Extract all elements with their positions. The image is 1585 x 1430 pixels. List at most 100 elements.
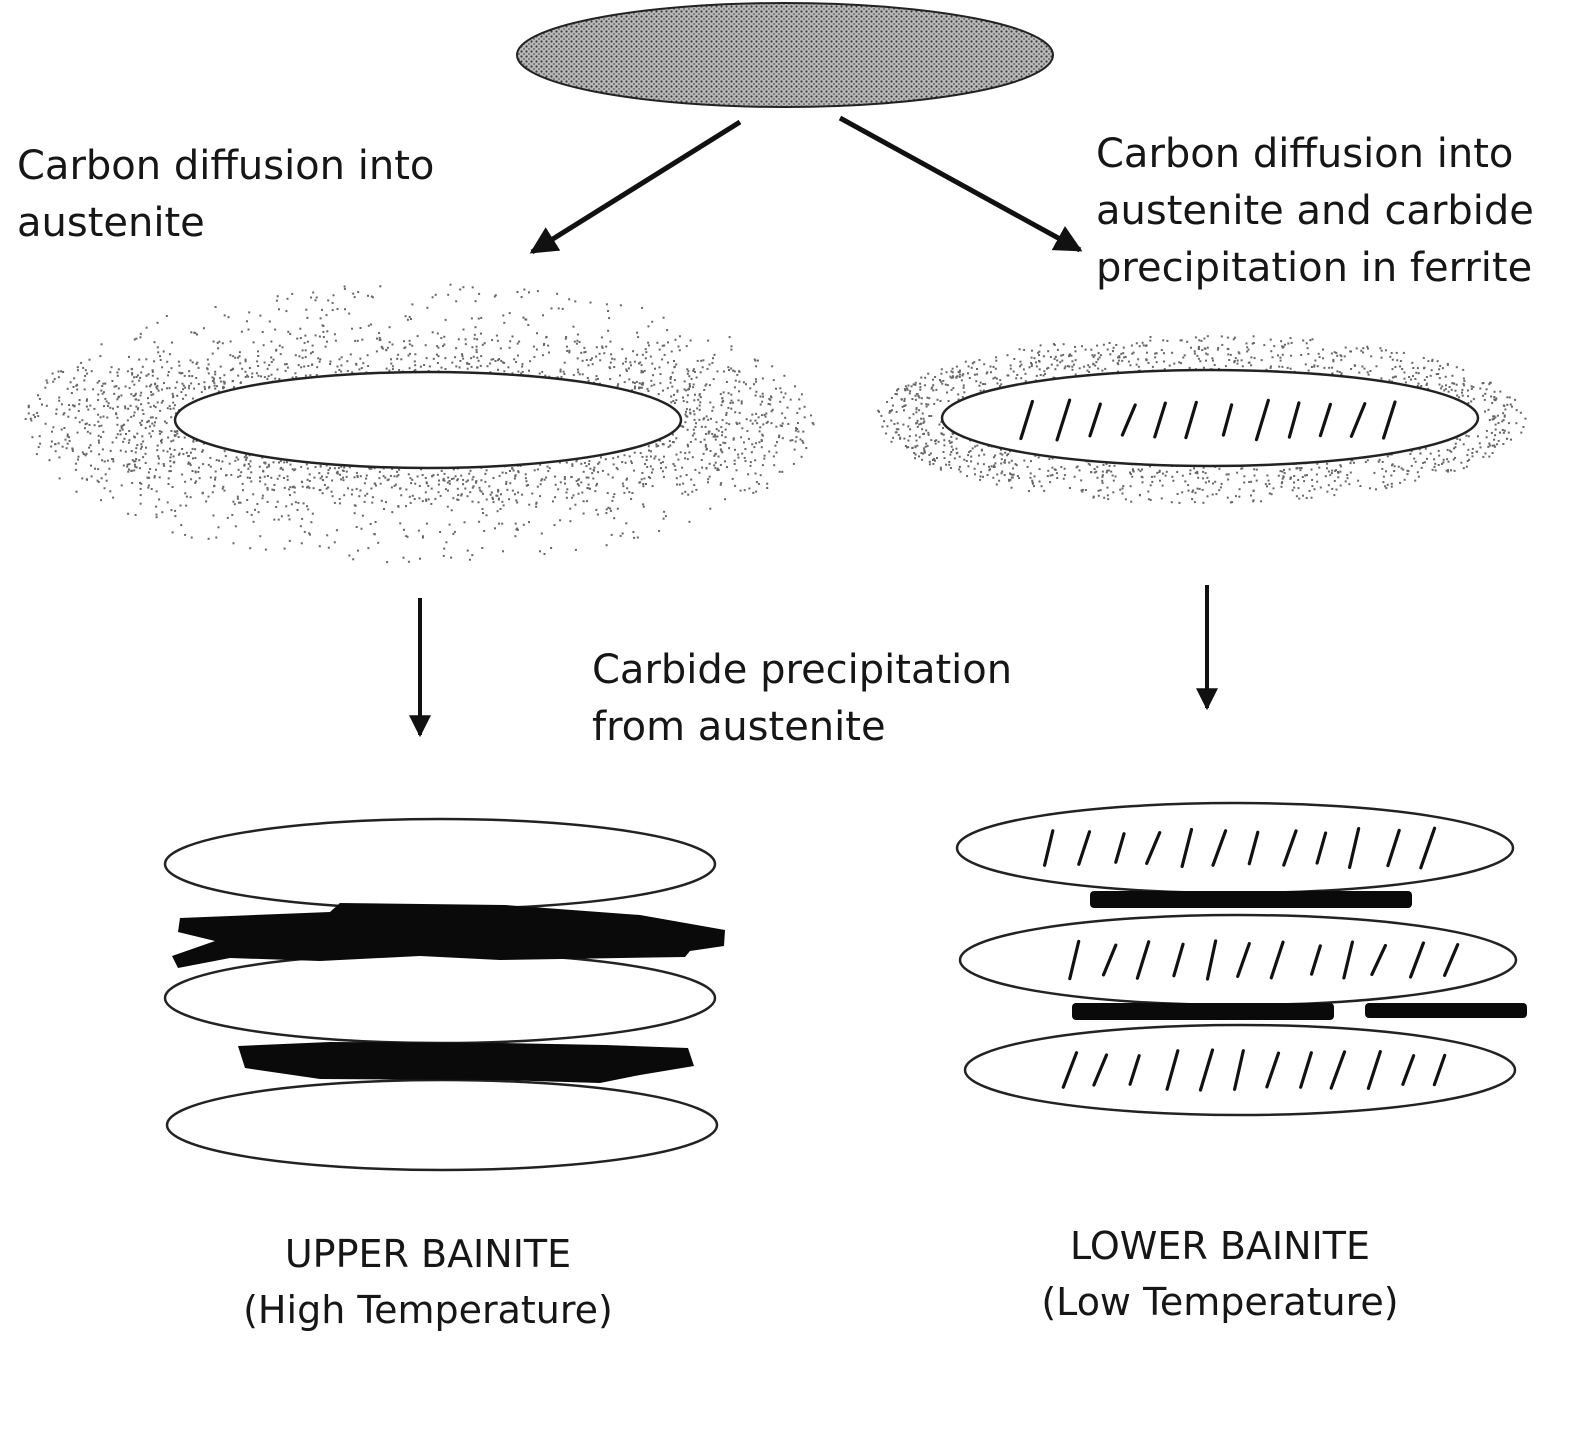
carbon-dot	[303, 365, 306, 368]
carbon-dot	[130, 393, 133, 396]
carbon-dot	[454, 356, 457, 359]
carbon-dot	[97, 468, 100, 471]
carbon-dot	[370, 295, 373, 298]
carbon-dot	[497, 368, 499, 371]
carbon-dot	[938, 423, 941, 426]
carbon-dot	[1437, 449, 1440, 452]
carbon-dot	[138, 467, 141, 470]
carbon-dot	[1357, 479, 1360, 482]
carbon-dot	[963, 458, 966, 461]
carbon-dot	[961, 396, 964, 399]
carbon-dot	[188, 375, 191, 377]
carbon-dot	[502, 361, 504, 364]
carbon-dot	[141, 419, 144, 422]
carbon-dot	[655, 443, 658, 446]
carbon-dot	[715, 428, 718, 431]
carbon-dot	[978, 454, 981, 457]
carbon-dot	[54, 443, 57, 446]
carbon-dot	[219, 365, 222, 368]
carbon-dot	[277, 518, 280, 521]
carbon-dot	[681, 492, 684, 495]
carbon-dot	[174, 515, 177, 518]
carbon-dot	[535, 348, 538, 351]
carbon-dot	[751, 422, 754, 425]
carbon-dot	[1472, 398, 1475, 401]
carbon-dot	[130, 415, 133, 418]
carbon-dot	[1375, 488, 1377, 491]
carbon-dot	[1349, 471, 1352, 474]
carbon-dot	[733, 386, 736, 389]
carbon-dot	[250, 480, 253, 483]
carbon-dot	[55, 408, 58, 411]
carbon-dot	[691, 490, 694, 493]
carbon-dot	[1054, 355, 1057, 358]
carbon-dot	[144, 427, 147, 429]
carbon-dot	[947, 400, 950, 402]
carbon-dot	[1160, 349, 1163, 351]
carbon-dot	[90, 370, 93, 373]
carbon-dot	[722, 441, 725, 444]
carbon-dot	[635, 380, 638, 383]
carbon-dot	[247, 463, 250, 465]
carbon-dot	[994, 462, 997, 465]
carbon-dot	[608, 317, 611, 320]
carbon-dot	[27, 406, 30, 409]
carbon-dot	[1080, 479, 1083, 482]
carbon-dot	[719, 464, 722, 466]
carbon-dot	[1015, 377, 1018, 380]
carbon-dot	[1465, 465, 1468, 468]
carbon-dot	[1447, 469, 1449, 472]
carbon-dot	[1105, 471, 1108, 474]
carbon-dot	[356, 339, 359, 342]
carbon-dot	[492, 501, 495, 504]
carbide-particle	[1419, 826, 1437, 870]
carbon-dot	[138, 459, 141, 462]
ferrite-plate-lower-path	[940, 368, 1480, 468]
carbon-dot	[999, 452, 1002, 455]
carbon-dot	[1197, 476, 1200, 479]
carbon-dot	[916, 419, 919, 422]
carbon-dot	[749, 461, 752, 464]
carbon-dot	[661, 344, 664, 347]
carbon-dot	[796, 428, 799, 430]
carbon-dot	[706, 447, 708, 450]
carbon-dot	[314, 466, 317, 468]
carbon-dot	[744, 460, 747, 462]
carbon-dot	[1361, 365, 1364, 368]
carbon-dot	[948, 463, 951, 466]
carbon-dot	[1004, 459, 1006, 462]
carbon-dot	[285, 505, 288, 508]
carbon-dot	[411, 478, 414, 481]
carbon-dot	[75, 490, 78, 493]
carbon-dot	[431, 296, 434, 299]
carbon-dot	[1205, 352, 1208, 355]
carbon-dot	[473, 333, 476, 336]
carbon-dot	[754, 378, 757, 381]
carbon-dot	[207, 495, 210, 498]
carbon-dot	[1322, 348, 1324, 351]
carbon-dot	[250, 471, 253, 474]
carbon-dot	[443, 335, 446, 338]
carbon-dot	[194, 471, 197, 474]
carbon-dot	[232, 500, 235, 503]
carbon-dot	[728, 423, 731, 426]
carbon-dot	[951, 432, 954, 435]
carbon-dot	[120, 425, 123, 428]
carbon-dot	[432, 357, 435, 360]
carbon-dot	[694, 426, 697, 428]
carbon-dot	[571, 496, 574, 499]
carbon-dot	[244, 358, 247, 361]
carbon-dot	[363, 482, 366, 485]
carbon-dot	[1446, 458, 1449, 461]
carbon-dot	[503, 370, 506, 373]
carbon-dot	[1194, 491, 1197, 494]
carbon-dot	[684, 413, 687, 416]
carbon-dot	[1441, 367, 1444, 370]
carbon-dot	[724, 460, 726, 463]
carbon-dot	[670, 401, 673, 404]
carbon-dot	[104, 397, 107, 400]
carbon-dot	[543, 342, 546, 345]
carbon-dot	[786, 406, 789, 409]
carbon-dot	[992, 377, 995, 380]
carbon-dot	[1170, 501, 1173, 504]
